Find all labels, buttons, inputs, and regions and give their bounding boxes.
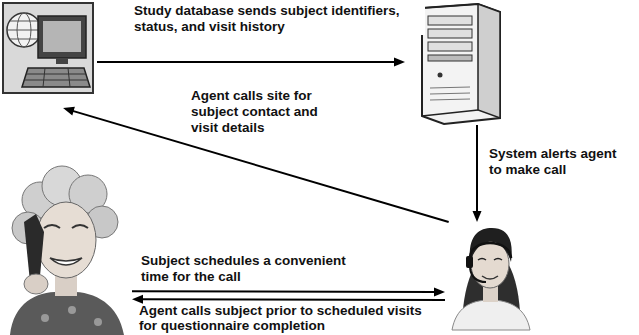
server-tower <box>422 4 500 124</box>
arrow-line <box>476 125 478 212</box>
computer-icon <box>3 3 93 93</box>
arrow-head <box>132 295 143 304</box>
arrow-line <box>132 290 435 293</box>
arrow-head <box>394 57 405 66</box>
arrow-label: Subject schedules a convenient time for … <box>140 253 358 285</box>
subject-node <box>0 170 132 334</box>
arrow-label: Agent calls site for subject contact and… <box>190 88 348 136</box>
arrow-head <box>63 107 75 116</box>
arrow-label: Study database sends subject identifiers… <box>133 3 425 35</box>
agent-node <box>445 222 537 332</box>
arrow-label: System alerts agent to make call <box>488 146 628 178</box>
computer-node <box>0 0 97 108</box>
agent-photo <box>452 228 530 330</box>
arrow-head <box>473 211 482 222</box>
flow-arrow <box>473 125 482 222</box>
arrow-line <box>97 61 395 63</box>
arrow-label: Agent calls subject prior to scheduled v… <box>138 304 440 333</box>
subject-photo <box>10 166 124 335</box>
flow-arrow <box>97 57 405 66</box>
flow-arrow <box>132 287 445 296</box>
arrow-head <box>434 287 445 296</box>
flow-arrow <box>132 295 445 304</box>
arrow-line <box>142 298 445 301</box>
